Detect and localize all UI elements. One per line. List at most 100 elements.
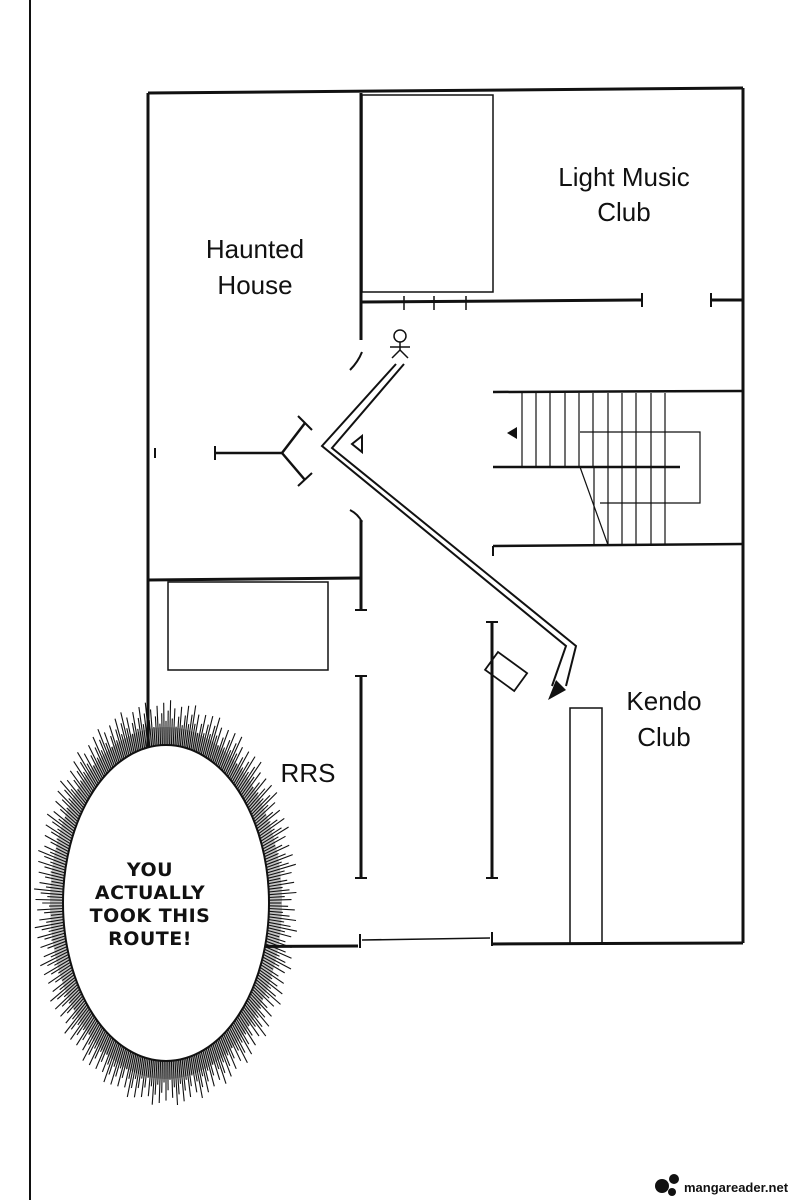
burst-spike: [88, 1030, 106, 1066]
burst-spike: [268, 910, 283, 913]
burst-spike: [265, 943, 286, 953]
burst-spike: [99, 1033, 109, 1053]
haunted-y-cap-upper: [297, 415, 313, 431]
burst-spike: [170, 1060, 174, 1098]
burst-spike: [210, 727, 223, 762]
burst-spike: [94, 1028, 105, 1049]
burst-spike: [252, 792, 278, 818]
burst-spike: [243, 786, 254, 800]
burst-spike: [88, 744, 105, 778]
burst-spike: [263, 951, 286, 963]
haunted-y-lower: [281, 452, 306, 481]
burst-spike: [245, 778, 267, 804]
burst-spike: [205, 1048, 215, 1076]
burst-spike: [66, 779, 87, 804]
burst-spike: [120, 723, 130, 756]
burst-spike: [170, 718, 173, 746]
burst-spike: [252, 988, 264, 1000]
route-arrowhead: [548, 680, 566, 700]
burst-spike: [147, 1059, 153, 1097]
person-figure: [390, 329, 410, 359]
burst-spike: [268, 913, 290, 917]
burst-spike: [231, 751, 250, 783]
burst-spike: [130, 1054, 139, 1089]
burst-spike: [228, 763, 238, 779]
burst-spike: [46, 918, 64, 923]
burst-spike: [233, 1021, 253, 1055]
route-path: [320, 363, 578, 687]
burst-spike: [34, 921, 64, 929]
burst-spike: [83, 753, 101, 783]
burst-spike: [133, 1056, 142, 1098]
burst-spike: [244, 1004, 263, 1028]
stair-treads-lower: [593, 467, 666, 545]
burst-spike: [77, 752, 98, 786]
burst-spike: [126, 1053, 137, 1098]
light-music-storage-box: [361, 94, 494, 293]
burst-spike: [82, 1025, 102, 1061]
burst-spike: [257, 821, 271, 832]
burst-spike: [268, 881, 295, 888]
burst-spike: [157, 1060, 160, 1085]
burst-spike: [103, 1042, 119, 1083]
burst-spike: [192, 1055, 198, 1082]
burst-spike: [37, 907, 64, 911]
burst-spike: [268, 916, 297, 922]
burst-spike: [92, 765, 102, 781]
burst-spike: [73, 997, 85, 1010]
burst-spike: [239, 761, 262, 794]
burst-spike: [56, 981, 78, 1000]
burst-spike: [46, 813, 74, 835]
burst-spike: [68, 991, 81, 1004]
burst-spike: [260, 827, 282, 842]
burst-spike: [100, 750, 111, 771]
burst-spike: [159, 723, 162, 746]
burst-spike: [59, 808, 78, 825]
burst-spike: [240, 776, 255, 796]
burst-spike: [237, 1016, 256, 1046]
rrs-storage-box: [167, 581, 329, 671]
burst-spike: [161, 1060, 163, 1093]
burst-spike: [265, 940, 280, 947]
stair-treads-upper: [521, 393, 666, 467]
burst-spike: [178, 706, 183, 747]
burst-spike: [137, 717, 144, 750]
burst-spike: [262, 835, 286, 850]
burst-spike: [268, 899, 292, 901]
burst-spike: [125, 1051, 132, 1070]
burst-spike: [88, 1020, 98, 1035]
burst-spike: [193, 1054, 203, 1099]
burst-spike: [96, 757, 106, 776]
burst-spike: [193, 732, 199, 752]
burst-spike: [56, 838, 71, 847]
burst-spike: [213, 737, 224, 764]
burst-spike: [243, 1006, 267, 1037]
kendo-club-label-line-1: Kendo: [626, 686, 701, 716]
burst-spike: [108, 725, 122, 762]
burst-spike: [220, 732, 236, 770]
burst-spike: [195, 1053, 204, 1088]
burst-spike: [45, 886, 64, 890]
speech-bubble: YOU ACTUALLY TOOK THIS ROUTE!: [34, 700, 298, 1106]
burst-spike: [38, 871, 65, 879]
burst-spike: [70, 1010, 92, 1040]
burst-spike: [35, 898, 64, 901]
burst-spike: [95, 1035, 111, 1070]
burst-spike: [59, 976, 76, 991]
burst-spike: [39, 882, 64, 888]
haunted-door-mark-upper: [349, 351, 363, 371]
burst-spike: [48, 927, 65, 933]
burst-spike: [261, 959, 285, 974]
burst-spike: [202, 1050, 209, 1071]
burst-spike: [44, 855, 67, 866]
burst-spike: [266, 861, 282, 869]
burst-spike: [265, 853, 286, 863]
burst-spike: [92, 736, 109, 773]
burst-spike: [150, 1059, 154, 1087]
burst-spike: [69, 770, 90, 798]
burst-spike: [176, 1060, 180, 1095]
burst-spike: [224, 736, 243, 774]
burst-spike: [88, 1027, 104, 1055]
speech-bubble-line-3: TOOK THIS: [90, 905, 211, 927]
